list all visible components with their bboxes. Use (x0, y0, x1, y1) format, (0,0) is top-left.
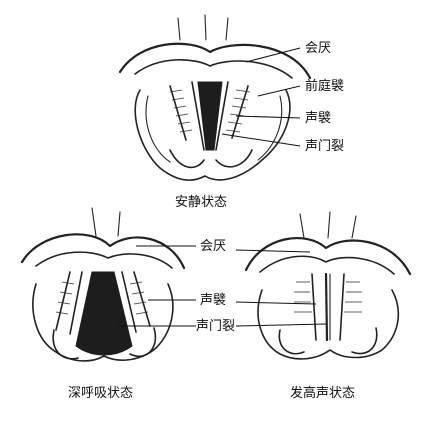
caption-rest: 安静状态 (175, 195, 227, 210)
label-rest-epiglottis: 会厌 (305, 41, 331, 56)
panel-rest-drawing (120, 15, 310, 180)
caption-deep-breath: 深呼吸状态 (68, 386, 133, 401)
panel-phonation-drawing (246, 212, 410, 359)
label-deep-breath-vocal-fold: 声襞 (200, 292, 226, 308)
label-rest-vestibular-fold: 前庭襞 (305, 78, 344, 94)
label-rest-vocal-fold: 声襞 (305, 110, 331, 126)
caption-phonation: 发高声状态 (290, 385, 355, 401)
label-rest-glottis: 声门裂 (305, 139, 344, 154)
label-deep-breath-epiglottis: 会厌 (200, 239, 226, 254)
panel-deep-breath-drawing (22, 208, 184, 361)
label-deep-breath-glottis: 声门裂 (196, 319, 235, 334)
